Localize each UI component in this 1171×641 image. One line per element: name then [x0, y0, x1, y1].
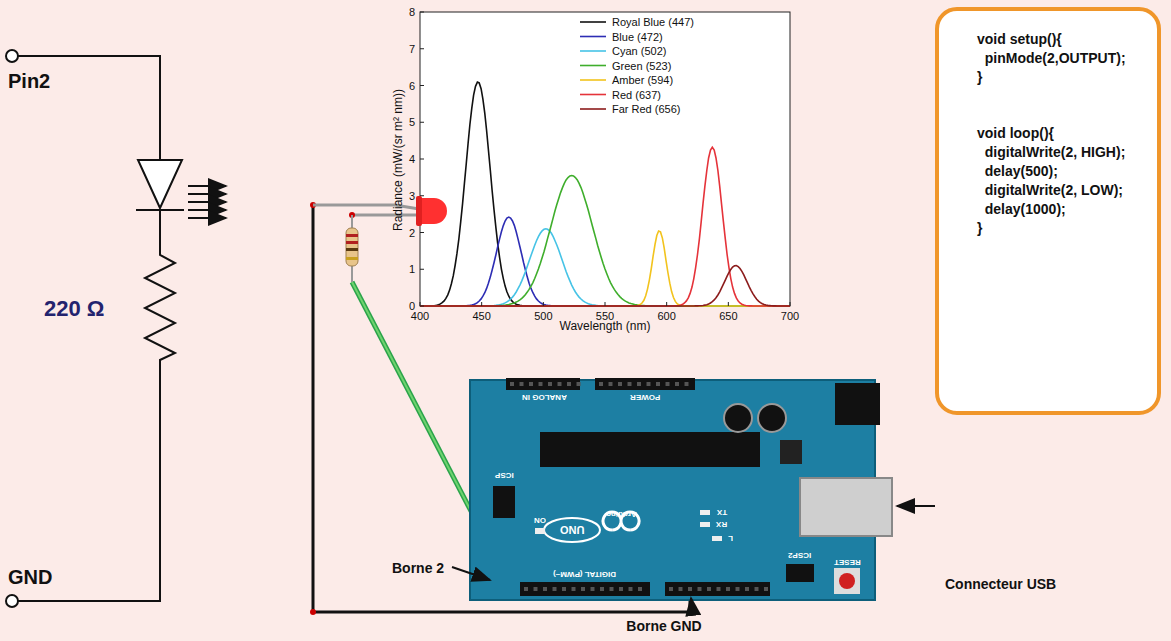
schematic	[6, 50, 184, 607]
legend-text: Red (637)	[612, 89, 661, 101]
axis-tick: 700	[781, 310, 799, 322]
code-line: delay(1000);	[977, 201, 1066, 217]
axis-tick: 1	[409, 263, 415, 275]
code-line: }	[977, 220, 982, 236]
axis-tick: 600	[657, 310, 675, 322]
legend-text: Green (523)	[612, 60, 671, 72]
callout-label: Borne 2	[392, 560, 444, 576]
axis-title: Radiance (mW/(sr m² nm))	[391, 89, 405, 231]
legend-text: Blue (472)	[612, 31, 663, 43]
callout-label: Connecteur USB	[945, 576, 1056, 592]
board-text: UNO	[560, 524, 584, 536]
resistor	[346, 215, 358, 282]
code-line: digitalWrite(2, HIGH);	[977, 144, 1125, 160]
code-box: void setup(){ pinMode(2,OUTPUT);} void lo…	[935, 7, 1161, 415]
board-text: ICSP2	[788, 551, 811, 560]
chip	[540, 432, 760, 467]
board-text: DIGITAL (PWM~)	[553, 570, 616, 579]
callout-label: Borne GND	[626, 618, 701, 634]
spectra	[420, 12, 790, 306]
axis-tick: 6	[409, 80, 415, 92]
led	[313, 196, 447, 226]
callout-arrows	[452, 506, 935, 614]
code-line: }	[977, 69, 982, 85]
code-line: void loop(){	[977, 125, 1054, 141]
legend-text: Cyan (502)	[612, 45, 666, 57]
legend-text: Amber (594)	[612, 74, 673, 86]
axis-tick: 3	[409, 190, 415, 202]
arduino-board	[470, 378, 892, 600]
axis-tick: 650	[719, 310, 737, 322]
code-line: digitalWrite(2, LOW);	[977, 182, 1123, 198]
board-text: RX	[716, 520, 727, 529]
board-text: ICSP	[495, 471, 514, 480]
board-text: TX	[717, 508, 727, 517]
pin-label: Pin2	[8, 70, 50, 93]
code-line: pinMode(2,OUTPUT);	[977, 50, 1126, 66]
pin-label: 220 Ω	[44, 296, 104, 322]
axis-tick: 5	[409, 116, 415, 128]
board-text: ANALOG IN	[522, 393, 567, 402]
axis-tick: 7	[409, 43, 415, 55]
chart-frame	[420, 12, 790, 306]
board-text: ON	[534, 516, 546, 525]
board-text: L	[728, 534, 733, 543]
legend-text: Far Red (656)	[612, 103, 680, 115]
axis-tick: 4	[409, 153, 415, 165]
axis-tick: 500	[534, 310, 552, 322]
legend-text: Royal Blue (447)	[612, 16, 694, 28]
board-text: Arduino	[606, 510, 637, 519]
board-text: POWER	[630, 393, 660, 402]
board-text: RESET	[834, 558, 861, 567]
code-line: void setup(){	[977, 31, 1062, 47]
light-arrows	[188, 186, 226, 218]
pin-label: GND	[8, 566, 52, 589]
axis-tick: 8	[409, 6, 415, 18]
axis-tick: 2	[409, 227, 415, 239]
axis-tick: 550	[596, 310, 614, 322]
axis-tick: 450	[472, 310, 490, 322]
axis-tick: 400	[411, 310, 429, 322]
code-line: delay(500);	[977, 163, 1058, 179]
